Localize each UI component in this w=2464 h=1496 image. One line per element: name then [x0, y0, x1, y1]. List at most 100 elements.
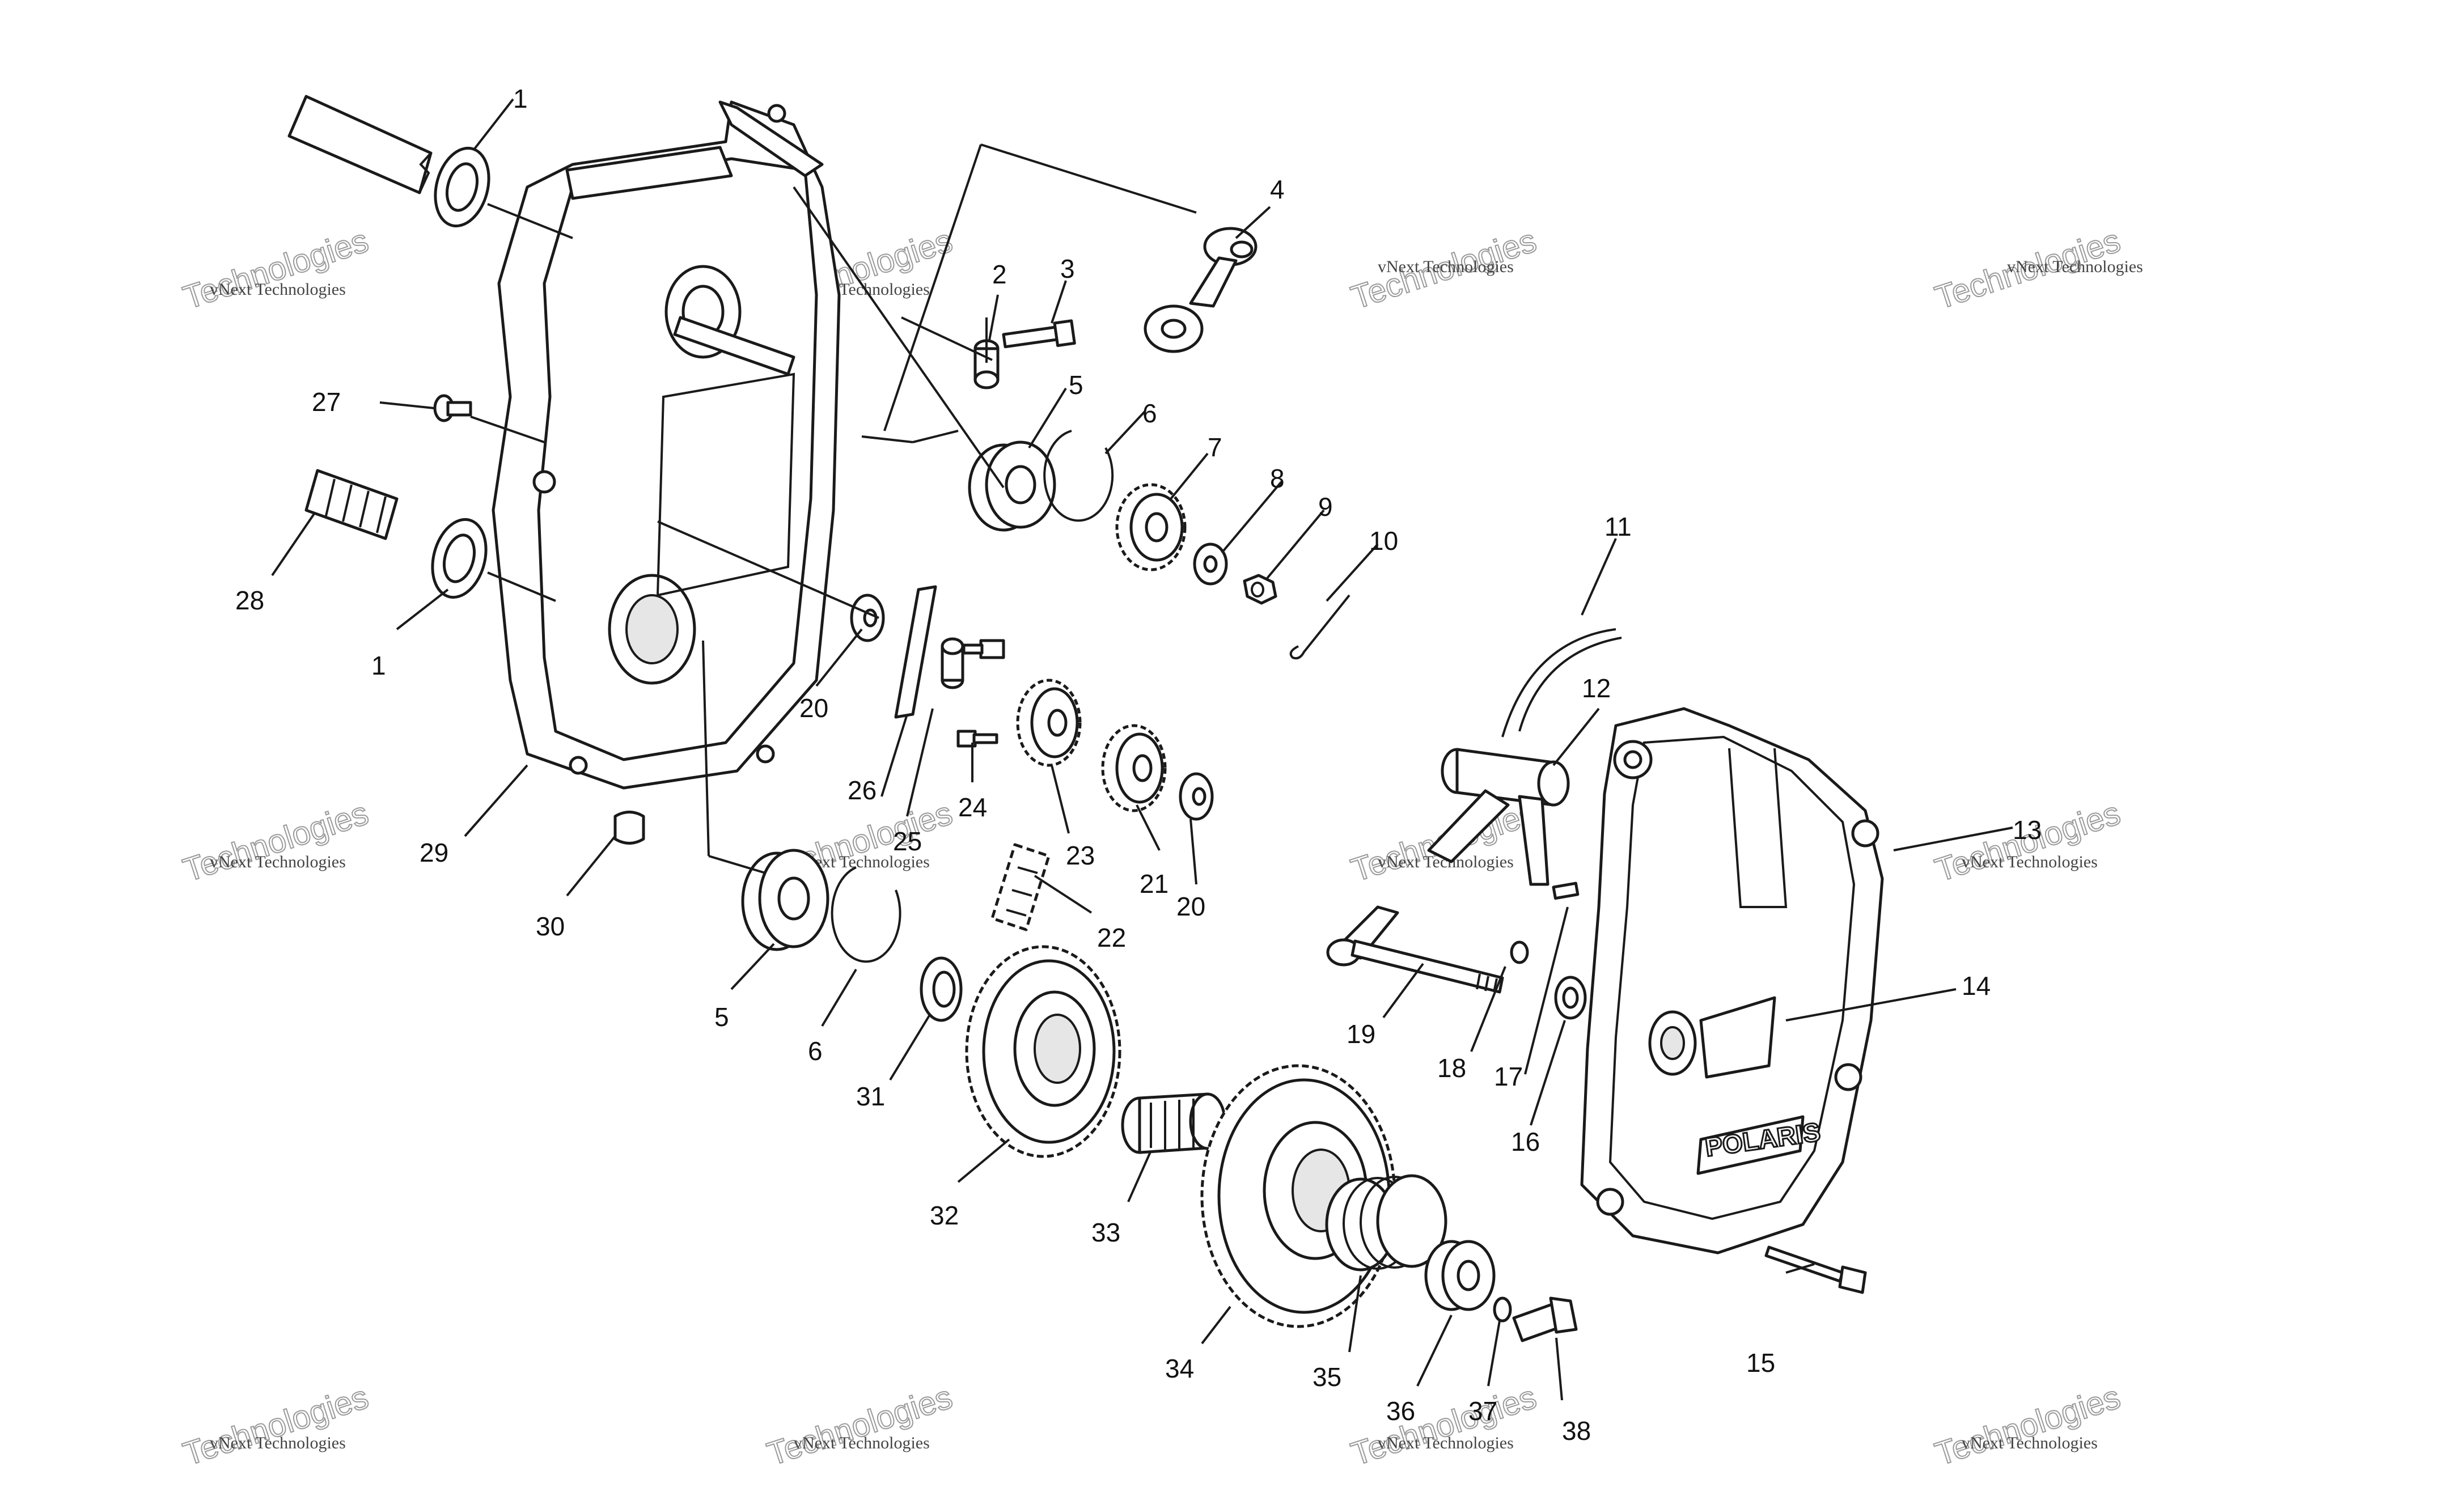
chain-22 — [990, 843, 1051, 931]
watermark-text: vNext Technologies — [2007, 257, 2143, 276]
watermark-outline: Technologies — [1347, 1379, 1540, 1473]
bearing-5-upper — [968, 440, 1056, 532]
chaincase-housing-29 — [492, 100, 841, 790]
callout-25: 25 — [893, 827, 922, 856]
callout-9: 9 — [1318, 492, 1333, 522]
callout-27: 27 — [312, 387, 341, 417]
sprocket-7 — [1115, 483, 1187, 571]
callout-12: 12 — [1582, 673, 1611, 703]
callout-6: 6 — [1142, 399, 1157, 428]
sleeve-25 — [941, 637, 964, 689]
watermark-outline: Technologies — [763, 1379, 956, 1473]
callout-1: 1 — [371, 651, 386, 680]
upper-shaft — [287, 95, 433, 194]
washer-36 — [1424, 1240, 1496, 1311]
watermark-outline: Technologies — [179, 1379, 372, 1473]
callout-26: 26 — [848, 775, 877, 805]
callout-numbers: 1 1 2 3 4 5 5 6 6 7 8 9 10 11 12 13 14 1… — [235, 84, 2042, 1446]
callout-3: 3 — [1060, 254, 1075, 283]
callout-16: 16 — [1511, 1127, 1540, 1156]
callout-23: 23 — [1066, 841, 1095, 870]
watermark-text: vNext Technologies — [1962, 1434, 2098, 1452]
watermark-text: vNext Technologies — [1378, 257, 1514, 276]
plug-30 — [613, 811, 645, 845]
bolt-3 — [1002, 319, 1076, 349]
snap-ring-6-lower — [831, 866, 901, 963]
chaincase-cover-13: POLARIS — [1580, 707, 1884, 1255]
bolt-24-upper — [962, 639, 1005, 659]
callout-33: 33 — [1091, 1218, 1120, 1247]
shift-fork-12 — [1427, 748, 1570, 886]
seal-16 — [1554, 976, 1587, 1020]
callout-36: 36 — [1386, 1396, 1415, 1426]
watermark-outline: Technologies — [179, 222, 372, 316]
sprocket-21 — [1101, 724, 1167, 812]
callout-24: 24 — [958, 793, 987, 822]
sprocket-23 — [1016, 679, 1082, 767]
callout-6: 6 — [808, 1036, 823, 1066]
callout-35: 35 — [1313, 1362, 1341, 1392]
shift-shaft-19 — [1326, 905, 1504, 994]
sprocket-32 — [965, 945, 1121, 1158]
watermark-text: vNext Technologies — [210, 280, 346, 299]
pin-17 — [1552, 882, 1580, 900]
watermark-text: vNext Technologies — [210, 1434, 346, 1452]
watermark-outline: Technologies — [179, 795, 372, 889]
watermark-text: vNext Technologies — [794, 1434, 930, 1452]
callout-34: 34 — [1165, 1354, 1194, 1383]
callout-32: 32 — [930, 1201, 959, 1230]
callout-20: 20 — [1176, 892, 1205, 921]
watermark-outline: Technologies — [1930, 1379, 2124, 1473]
callout-37: 37 — [1468, 1396, 1497, 1426]
callout-7: 7 — [1208, 433, 1222, 462]
bolt-15 — [1764, 1245, 1867, 1294]
spring-35 — [1325, 1174, 1447, 1272]
seal-1-upper — [434, 146, 490, 228]
callout-8: 8 — [1270, 464, 1285, 493]
callout-28: 28 — [235, 586, 264, 615]
bolt-24-lower — [956, 730, 998, 748]
washer-20-lower — [1179, 772, 1214, 821]
lower-shaft-28 — [304, 469, 399, 540]
bolt-38 — [1512, 1296, 1578, 1342]
callout-4: 4 — [1270, 175, 1285, 204]
callout-38: 38 — [1562, 1416, 1591, 1446]
callout-21: 21 — [1140, 869, 1169, 899]
assembly-lines — [470, 143, 1197, 874]
needle-bearing-33 — [1121, 1092, 1226, 1154]
washer-8 — [1193, 543, 1228, 586]
callout-5: 5 — [714, 1002, 729, 1032]
o-ring-18 — [1510, 940, 1529, 964]
callout-19: 19 — [1347, 1019, 1375, 1049]
bearing-5-lower — [741, 849, 829, 951]
callout-14: 14 — [1962, 971, 1991, 1001]
washer-37 — [1493, 1296, 1512, 1323]
tensioner-arm-4 — [1144, 227, 1258, 353]
callout-5: 5 — [1069, 370, 1083, 400]
leader-lines — [271, 98, 2013, 1401]
nut-9 — [1243, 574, 1277, 605]
callout-22: 22 — [1097, 923, 1126, 952]
callout-13: 13 — [2013, 815, 2042, 845]
callout-10: 10 — [1369, 526, 1398, 556]
callout-29: 29 — [420, 838, 448, 867]
watermark-text: vNext Technologies — [1962, 853, 2098, 871]
chain-11-arc — [1501, 628, 1622, 738]
chain-tensioner-26 — [894, 585, 937, 719]
callout-1: 1 — [513, 84, 528, 113]
callout-18: 18 — [1437, 1053, 1466, 1083]
snap-ring-6-upper — [1043, 430, 1114, 522]
washer-31 — [920, 956, 963, 1022]
cotter-pin-10 — [1289, 594, 1350, 660]
callout-30: 30 — [536, 912, 565, 941]
callout-15: 15 — [1746, 1348, 1775, 1378]
callout-2: 2 — [992, 260, 1007, 289]
callout-31: 31 — [856, 1082, 885, 1111]
seal-1-lower — [431, 518, 488, 599]
callout-11: 11 — [1604, 512, 1632, 541]
callout-20: 20 — [799, 693, 828, 723]
bolt-27 — [433, 394, 472, 422]
watermark-text: vNext Technologies — [1378, 1434, 1514, 1452]
watermark-text: vNext Technologies — [210, 853, 346, 871]
